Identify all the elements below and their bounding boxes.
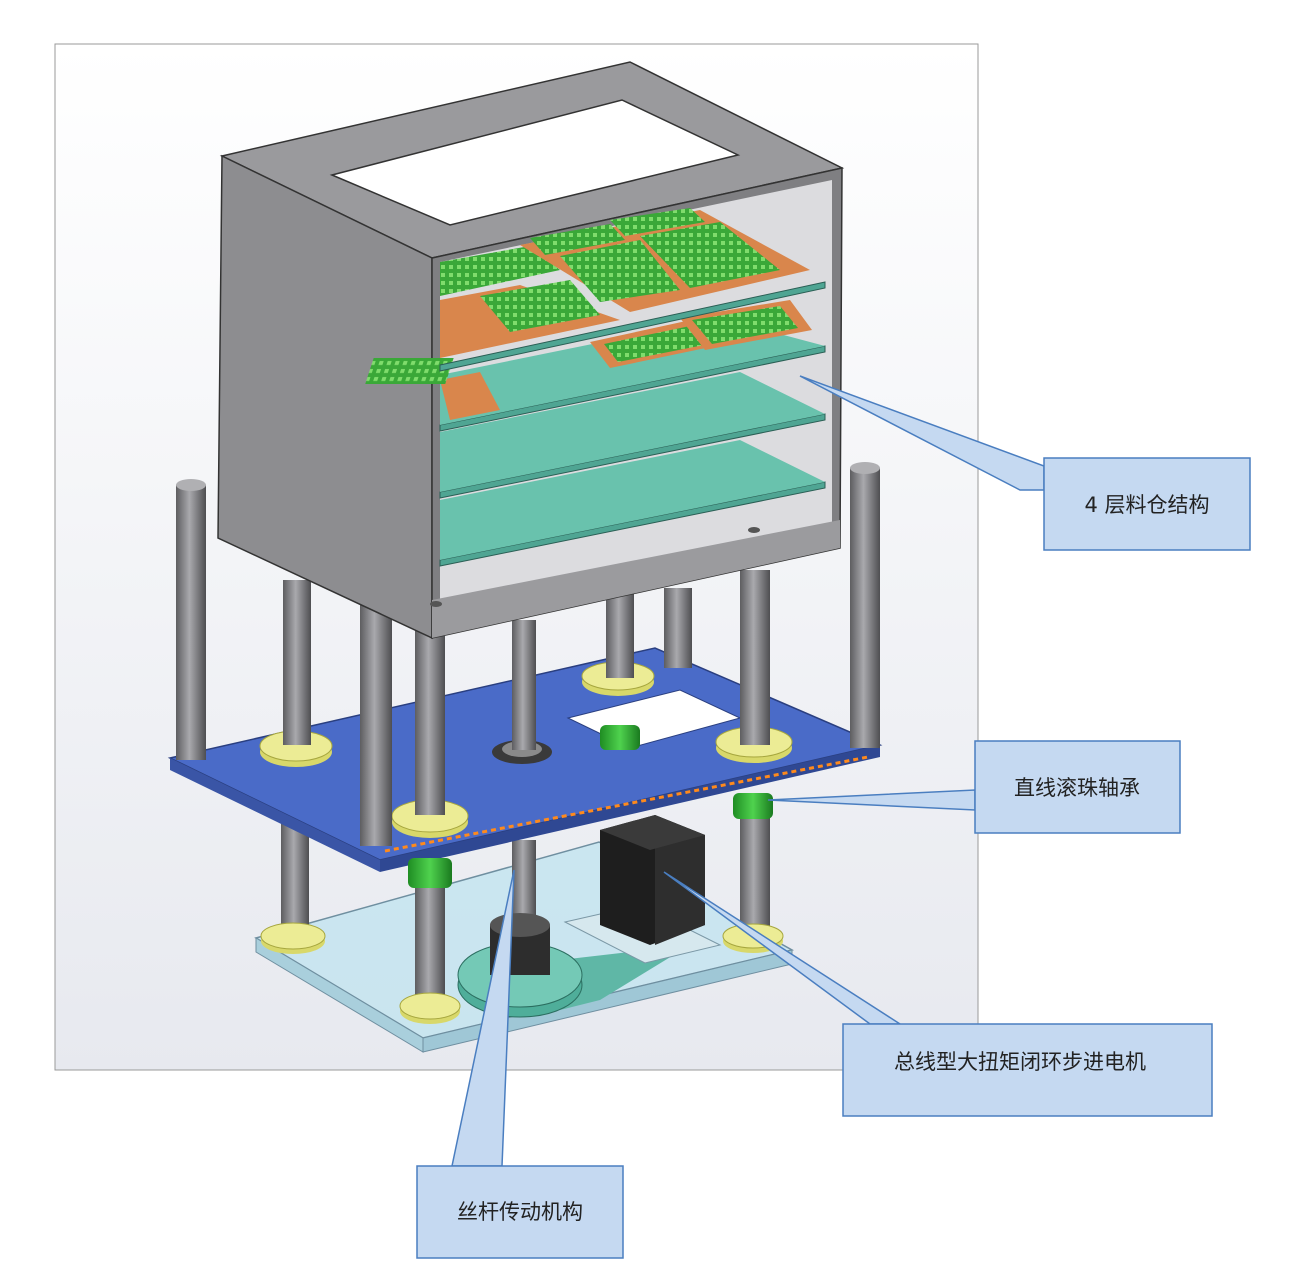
shelf-layer-2: [365, 300, 826, 432]
guide-rod: [415, 870, 445, 1010]
guide-rod: [606, 590, 634, 678]
linear-bearing: [408, 858, 452, 888]
callout-bin: 4 层料仓结构: [799, 375, 1251, 551]
callout-screw-label: 丝杆传动机构: [457, 1200, 583, 1224]
lead-screw: [512, 840, 536, 920]
linear-bearing: [600, 725, 640, 750]
bushing: [260, 922, 326, 950]
callout-screw: 丝杆传动机构: [416, 869, 624, 1259]
guide-rod: [281, 820, 309, 940]
shelf-layer-1: [439, 208, 826, 372]
callout-bearing: 直线滚珠轴承: [767, 740, 1181, 834]
middle-plate: [167, 647, 883, 872]
plate-bushings: [259, 661, 793, 838]
guide-rod: [283, 580, 311, 745]
guide-rod: [664, 588, 692, 668]
shelf-layer-3: [439, 372, 826, 499]
callout-motor: 总线型大扭矩闭环步进电机: [663, 871, 1213, 1117]
guide-rod: [850, 468, 880, 748]
guide-rod: [360, 578, 392, 846]
linear-bearing: [733, 793, 773, 819]
guide-rod: [415, 610, 445, 815]
linear-bearings: [408, 725, 773, 888]
callout-bin-label: 4 层料仓结构: [1084, 493, 1209, 517]
lower-rods: [281, 800, 770, 1010]
stepper-motor: [563, 815, 722, 964]
lead-screw: [512, 620, 536, 750]
bushing: [399, 992, 461, 1020]
upper-rods: [176, 462, 880, 846]
guide-rod: [740, 570, 770, 745]
guide-rod: [176, 485, 206, 760]
shelf-layer-4: [439, 440, 826, 567]
bin-housing: [217, 61, 845, 640]
guide-rod: [740, 800, 770, 940]
callout-bearing-label: 直线滚珠轴承: [1014, 776, 1140, 800]
callout-motor-label: 总线型大扭矩闭环步进电机: [894, 1050, 1146, 1074]
